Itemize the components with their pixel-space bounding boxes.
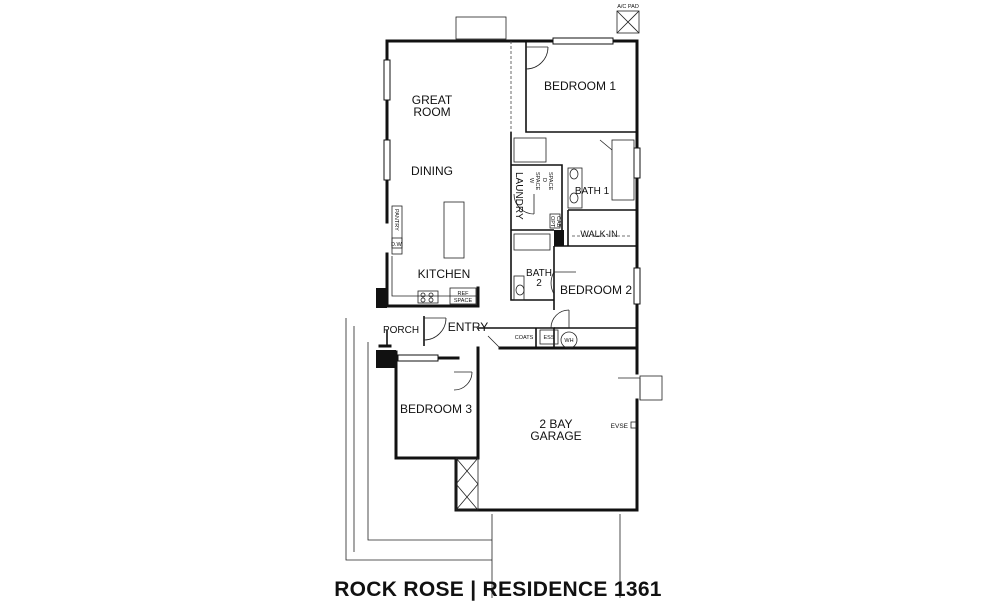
- water-heater: [560, 331, 578, 349]
- wall-block: [376, 288, 387, 308]
- fixture-labels: PANTRY D.W. REF SPACE COATS ESS WH EVSE …: [391, 172, 629, 430]
- ref-space-box: [449, 287, 477, 305]
- pantry-cabinet: [391, 205, 403, 255]
- bath-2-tub: [513, 233, 551, 251]
- opt-cab-label-1: OPT: [549, 216, 555, 228]
- room-labels: GREAT ROOM DINING KITCHEN BEDROOM 1 BEDR…: [383, 79, 632, 443]
- doors: [423, 46, 613, 391]
- site-outline: [345, 16, 621, 598]
- ac-pad: A/C PAD: [616, 4, 640, 34]
- ess-box: [539, 329, 559, 345]
- porch-label: PORCH: [383, 325, 419, 336]
- ref-space-label-1: REF: [458, 291, 470, 297]
- kitchen-island: [443, 201, 465, 259]
- wall-block: [376, 350, 396, 368]
- ess-label: ESS: [543, 335, 554, 341]
- great-room-label-1: GREAT: [412, 93, 453, 107]
- dryer-space-label-2: SPACE: [547, 172, 553, 191]
- opt-cab-label-2: CAB: [555, 216, 561, 228]
- entry-label: ENTRY: [448, 320, 488, 334]
- bath-1-tub: [611, 139, 635, 201]
- washer-space-label-1: W: [528, 178, 534, 184]
- bedroom-1-label: BEDROOM 1: [544, 79, 616, 93]
- bath-2-label-2: 2: [536, 278, 542, 289]
- bath-1-shower: [513, 137, 547, 163]
- walk-in-label: WALK-IN: [580, 229, 617, 239]
- ref-space-label-2: SPACE: [454, 298, 473, 304]
- bedroom-3-label: BEDROOM 3: [400, 402, 472, 416]
- pantry-label: PANTRY: [393, 209, 399, 231]
- dryer-space-label-1: D: [541, 178, 547, 182]
- dw-label: D.W.: [391, 242, 403, 248]
- evse-label: EVSE: [611, 423, 629, 430]
- bath-1-label: BATH 1: [575, 186, 610, 197]
- cooktop: [417, 290, 439, 304]
- dining-label: DINING: [411, 164, 453, 178]
- bedroom-2-label: BEDROOM 2: [560, 283, 632, 297]
- kitchen-label: KITCHEN: [418, 267, 471, 281]
- great-room-label-2: ROOM: [413, 105, 450, 119]
- garage-label-1: 2 BAY: [539, 417, 572, 431]
- plan-title: ROCK ROSE | RESIDENCE 1361: [334, 578, 662, 601]
- washer-space-label-2: SPACE: [534, 172, 540, 191]
- bath-2-label-1: BATH: [526, 268, 552, 279]
- laundry-label: LAUNDRY: [513, 172, 524, 220]
- garage-cabinets: [455, 457, 479, 511]
- interior-walls: [386, 41, 637, 348]
- windows: [383, 37, 641, 362]
- opt-cab-box: [549, 213, 561, 229]
- wall-block: [554, 230, 564, 246]
- fixtures: [391, 137, 663, 511]
- ac-pad-label: A/C PAD: [617, 4, 639, 10]
- garage-label-2: GARAGE: [530, 429, 581, 443]
- coats-label: COATS: [515, 335, 534, 341]
- wh-label: WH: [564, 338, 573, 344]
